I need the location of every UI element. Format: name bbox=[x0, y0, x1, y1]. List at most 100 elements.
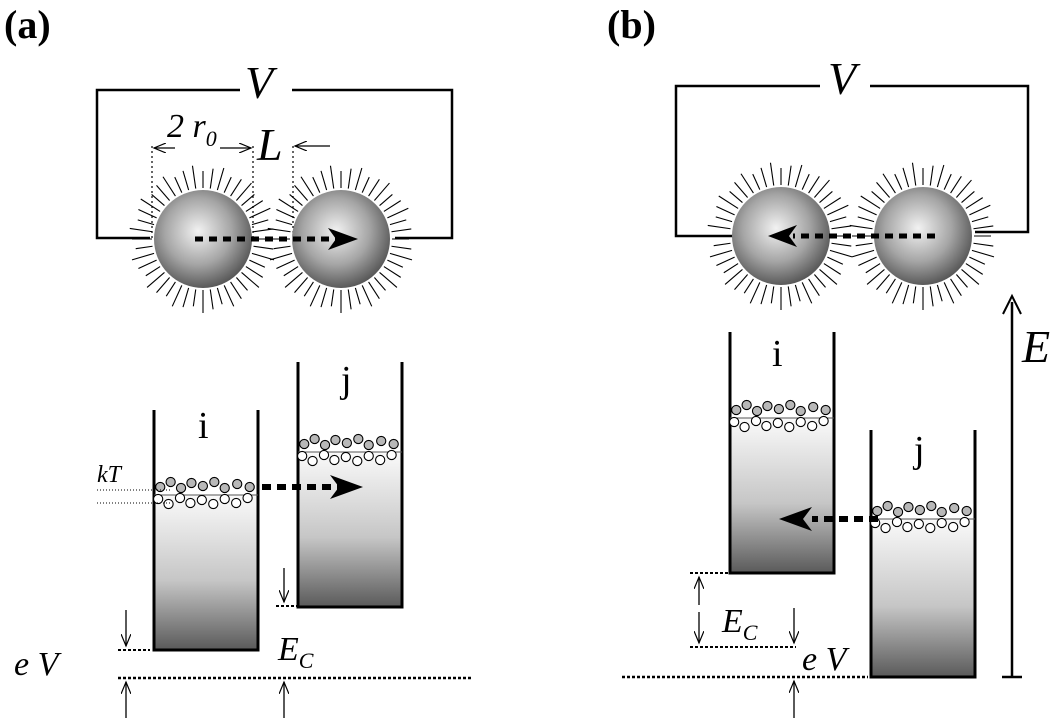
filled-state-dot bbox=[330, 434, 341, 446]
ligand-spike bbox=[379, 271, 398, 288]
ligand-spike bbox=[230, 281, 242, 300]
filled-state-dot bbox=[936, 506, 947, 518]
filled-state-dot bbox=[309, 433, 320, 445]
electron-states-j-a bbox=[297, 433, 399, 467]
ligand-spike bbox=[347, 168, 352, 189]
ligand-spike bbox=[849, 224, 873, 230]
panel-a: (a) V 2 r0 L bbox=[4, 2, 472, 718]
empty-state-dot bbox=[208, 498, 219, 510]
empty-state-dot bbox=[375, 454, 386, 466]
ligand-spike bbox=[973, 242, 994, 247]
ligand-spike bbox=[823, 263, 842, 275]
dimension-annotations-a bbox=[151, 146, 330, 240]
filled-state-dot bbox=[175, 482, 187, 494]
ligand-spike bbox=[955, 274, 968, 288]
ligand-spike bbox=[284, 271, 303, 288]
ligand-spike bbox=[723, 263, 739, 274]
circuit-a bbox=[95, 88, 454, 240]
ligand-spike bbox=[866, 268, 885, 285]
ligand-spike bbox=[936, 164, 945, 188]
ligand-spike bbox=[235, 277, 248, 291]
filled-state-dot bbox=[785, 399, 796, 411]
filled-state-dot bbox=[165, 476, 176, 488]
filled-state-dot bbox=[731, 404, 742, 416]
energy-markers-a bbox=[118, 568, 472, 718]
ligand-spike bbox=[858, 256, 877, 266]
ligand-spike bbox=[871, 191, 885, 204]
ligand-spike bbox=[929, 165, 934, 186]
ligand-spike bbox=[209, 289, 214, 310]
empty-state-dot bbox=[739, 421, 750, 433]
ligand-spike bbox=[191, 165, 197, 189]
ligand-spike bbox=[831, 225, 852, 230]
ligand-spike bbox=[894, 173, 903, 190]
voltage-label-b: V bbox=[828, 53, 861, 104]
ec-label-b: EC bbox=[721, 603, 758, 645]
ligand-spike bbox=[241, 271, 260, 288]
particle-core bbox=[874, 187, 972, 285]
ligand-spike bbox=[876, 181, 891, 198]
filled-state-dot bbox=[741, 399, 752, 411]
ligand-spike bbox=[275, 219, 293, 226]
ligand-spike bbox=[329, 165, 335, 189]
ligand-spike bbox=[912, 286, 917, 304]
empty-state-dot bbox=[329, 454, 340, 466]
empty-state-dot bbox=[307, 455, 318, 467]
ligand-spike bbox=[368, 178, 380, 197]
ligand-spike bbox=[241, 194, 255, 207]
ligand-spike bbox=[303, 281, 314, 297]
ligand-spike bbox=[162, 176, 176, 197]
ligand-spike bbox=[891, 282, 903, 304]
empty-state-dot bbox=[174, 492, 186, 504]
ligand-spike bbox=[855, 242, 873, 247]
nanoparticle-j-b bbox=[849, 162, 995, 310]
ligand-spike bbox=[354, 287, 361, 305]
empty-state-dot bbox=[880, 522, 891, 534]
ligand-spike bbox=[965, 263, 984, 275]
empty-state-dot bbox=[340, 451, 351, 463]
ligand-spike bbox=[216, 167, 225, 191]
ligand-spike bbox=[174, 176, 183, 193]
empty-state-dot bbox=[959, 516, 970, 528]
filled-state-dot bbox=[795, 405, 806, 417]
empty-state-dot bbox=[772, 417, 783, 429]
diameter-label: 2 r0 bbox=[167, 108, 217, 151]
ligand-spike bbox=[857, 216, 875, 223]
well-j-b bbox=[869, 430, 977, 679]
ligand-spike bbox=[794, 284, 801, 302]
filled-state-dot bbox=[820, 404, 831, 416]
panel-a-label: (a) bbox=[4, 2, 51, 47]
ligand-spike bbox=[955, 179, 972, 198]
empty-state-dot bbox=[163, 498, 174, 510]
ligand-spike bbox=[752, 173, 761, 190]
ligand-spike bbox=[140, 198, 161, 212]
ligand-spike bbox=[151, 194, 165, 207]
ligand-spike bbox=[300, 176, 314, 197]
well-i-label-b: i bbox=[772, 333, 783, 375]
empty-state-dot bbox=[902, 521, 913, 533]
ligand-spike bbox=[829, 249, 853, 258]
ligand-spike bbox=[819, 191, 833, 204]
ligand-spike bbox=[851, 249, 875, 258]
ligand-spike bbox=[813, 274, 826, 288]
ligand-spike bbox=[373, 182, 390, 201]
panel-b: (b) V E i j bbox=[607, 2, 1050, 718]
ligand-spike bbox=[223, 176, 232, 193]
filled-state-dot bbox=[209, 476, 220, 488]
tunneling-arrowhead-particles-b bbox=[768, 225, 797, 247]
empty-state-dot bbox=[352, 455, 363, 467]
ligand-spike bbox=[760, 284, 768, 305]
ligand-spike bbox=[223, 285, 235, 307]
ligand-spike bbox=[320, 170, 328, 191]
filled-state-dot bbox=[353, 433, 364, 445]
ligand-spike bbox=[973, 225, 994, 230]
tunneling-arrowhead-wells-a bbox=[330, 475, 363, 499]
ligand-spike bbox=[819, 268, 838, 285]
energy-axis-label: E bbox=[1021, 321, 1050, 372]
ligand-spike bbox=[876, 274, 891, 291]
empty-state-dot bbox=[729, 416, 740, 428]
ligand-spike bbox=[361, 176, 370, 193]
ligand-spike bbox=[182, 170, 190, 191]
filled-state-dot bbox=[892, 506, 904, 518]
ligand-spike bbox=[902, 284, 910, 305]
